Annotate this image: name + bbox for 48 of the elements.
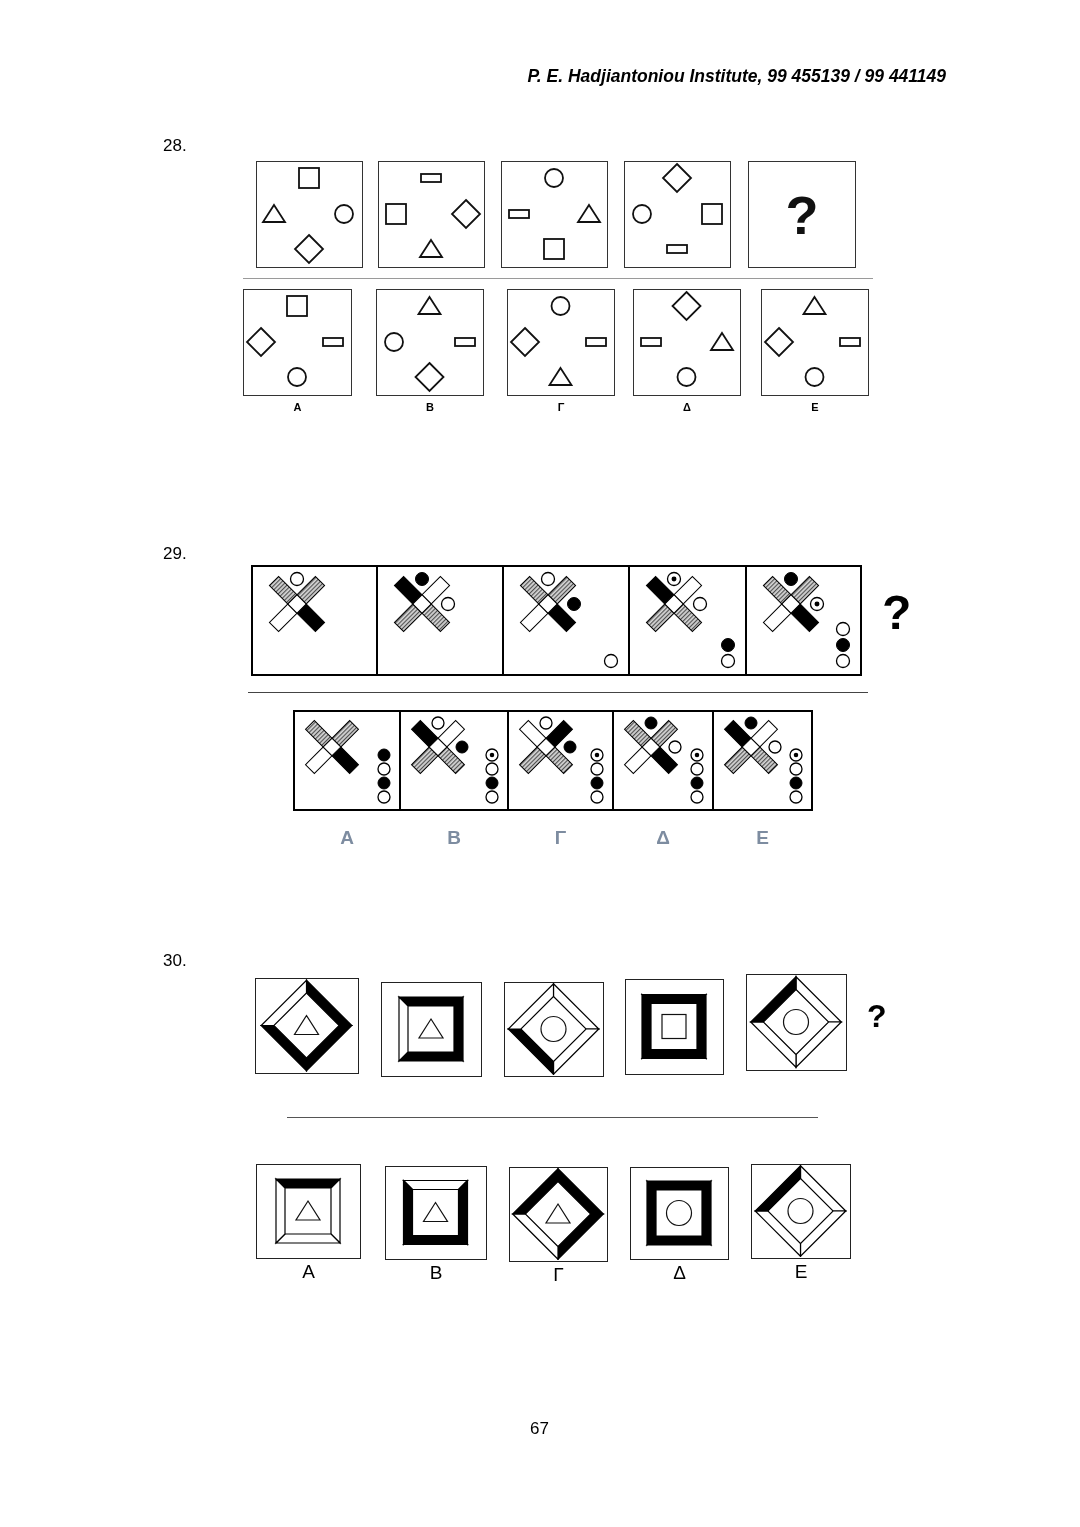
question-number: 28. — [163, 135, 187, 157]
option-letter: Γ — [553, 1265, 564, 1284]
puzzle-panel — [502, 565, 630, 676]
header-text: P. E. Hadjiantoniou Institute, 99 455139 / 99 441149 — [527, 65, 946, 88]
answer-option-panel — [612, 710, 714, 811]
option-letter: Ε — [756, 828, 769, 847]
answer-option-panel — [293, 710, 401, 811]
option-letter: Α — [340, 828, 354, 847]
option-letter: Δ — [683, 402, 691, 413]
option-letter: Ε — [811, 402, 819, 413]
option-letter: Α — [293, 402, 302, 413]
answer-option-panel — [243, 289, 352, 396]
page-number: 67 — [530, 1418, 549, 1440]
option-letter: Γ — [557, 402, 565, 413]
option-letter: Δ — [656, 828, 670, 847]
option-letter: Β — [429, 1263, 443, 1282]
question-number: 30. — [163, 950, 187, 972]
puzzle-panel — [381, 982, 482, 1077]
answer-option-panel — [376, 289, 484, 396]
puzzle-panel — [745, 565, 862, 676]
puzzle-panel — [625, 979, 724, 1075]
answer-option-panel — [507, 289, 615, 396]
answer-option-panel — [630, 1167, 729, 1260]
question-mark: ? — [867, 1000, 887, 1032]
question-mark: ? — [882, 589, 912, 637]
answer-option-panel — [633, 289, 741, 396]
puzzle-panel — [628, 565, 747, 676]
option-letter: Β — [426, 402, 434, 413]
question-mark: ? — [785, 187, 819, 242]
option-letter: Β — [447, 828, 461, 847]
puzzle-panel — [378, 161, 485, 268]
answer-option-panel — [256, 1164, 361, 1259]
option-letter: Α — [302, 1262, 315, 1281]
question-number: 29. — [163, 543, 187, 565]
answer-option-panel — [761, 289, 869, 396]
answer-option-panel — [399, 710, 509, 811]
answer-option-panel — [507, 710, 614, 811]
puzzle-panel — [748, 161, 856, 268]
answer-option-panel — [385, 1166, 487, 1260]
puzzle-panel — [251, 565, 378, 676]
puzzle-panel — [376, 565, 504, 676]
option-letter: Δ — [673, 1263, 686, 1282]
puzzle-panel — [256, 161, 363, 268]
puzzle-panel — [624, 161, 731, 268]
option-letter: Γ — [554, 828, 567, 847]
answer-option-panel — [712, 710, 813, 811]
option-letter: Ε — [794, 1262, 808, 1281]
puzzle-panel — [501, 161, 608, 268]
